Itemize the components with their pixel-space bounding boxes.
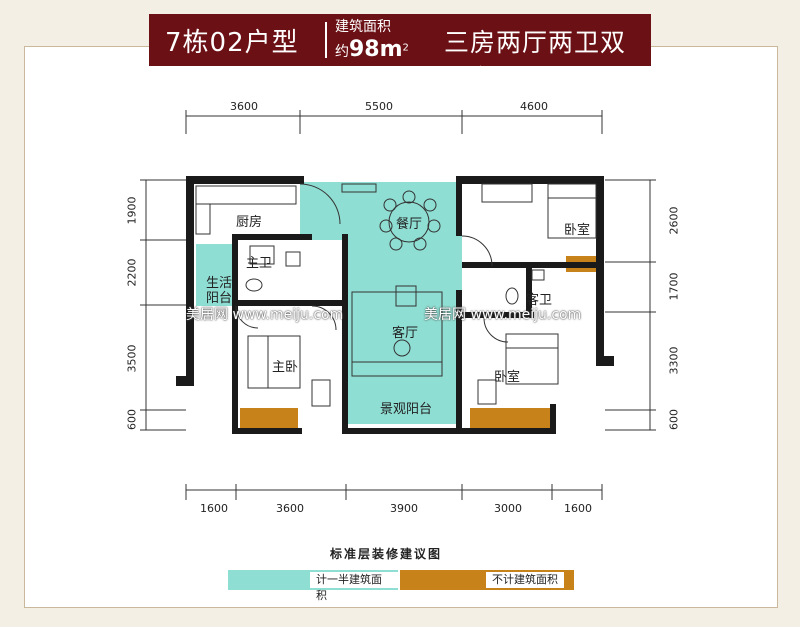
legend-label-half: 计一半建筑面积 [310, 572, 398, 602]
room-guest-bath: 客卫 [526, 293, 553, 308]
room-dining: 餐厅 [396, 217, 423, 232]
dimension-lines [140, 110, 656, 500]
room-master-bedroom: 主卧 [272, 360, 299, 375]
room-living: 客厅 [392, 326, 419, 341]
dim-right-2: 1700 [667, 272, 681, 301]
dim-bottom-3: 3900 [390, 502, 418, 515]
dim-right-3: 3300 [667, 346, 681, 375]
furniture [195, 183, 597, 407]
title-banner: 7栋02户型 建筑面积 约98m2 三房两厅两卫双阳台 [149, 14, 651, 93]
dim-left-1: 1900 [125, 196, 139, 225]
dim-left-2: 2200 [125, 258, 139, 287]
room-bedroom-se: 卧室 [494, 370, 521, 385]
room-bedroom-ne: 卧室 [564, 223, 591, 238]
walls [176, 176, 614, 434]
room-view-balcony: 景观阳台 [380, 402, 433, 417]
dim-bottom-4: 3000 [494, 502, 522, 515]
dim-left-4: 600 [125, 409, 139, 430]
room-kitchen: 厨房 [236, 215, 263, 230]
area-value: 约98m2 [335, 37, 409, 62]
plan-caption: 标准层装修建议图 [330, 547, 443, 561]
half-area-zones [196, 182, 462, 424]
legend-label-none: 不计建筑面积 [486, 572, 564, 588]
dim-bottom-5: 1600 [564, 502, 592, 515]
dim-right-1: 2600 [667, 206, 681, 235]
legend-half-area: 计一半建筑面积 [228, 570, 398, 602]
room-master-bath: 主卫 [246, 256, 273, 271]
legend-no-area: 不计建筑面积 [400, 570, 574, 590]
dim-top-3: 4600 [520, 100, 548, 113]
dim-bottom-1: 1600 [200, 502, 228, 515]
dim-left-3: 3500 [125, 344, 139, 373]
unit-title: 7栋02户型 [165, 28, 299, 58]
room-service-balcony: 生活阳台 [206, 276, 233, 306]
banner-divider [325, 22, 327, 58]
watermark-right: 美居网 www.meiju.com [424, 307, 582, 323]
layout-title: 三房两厅两卫双阳台 [444, 28, 627, 93]
dim-top-1: 3600 [230, 100, 258, 113]
door-swings [235, 183, 509, 343]
area-label: 建筑面积 [335, 19, 391, 35]
dim-right-4: 600 [667, 409, 681, 430]
dim-bottom-2: 3600 [276, 502, 304, 515]
watermark-left: 美居网 www.meiju.com [186, 307, 344, 323]
dim-top-2: 5500 [365, 100, 393, 113]
